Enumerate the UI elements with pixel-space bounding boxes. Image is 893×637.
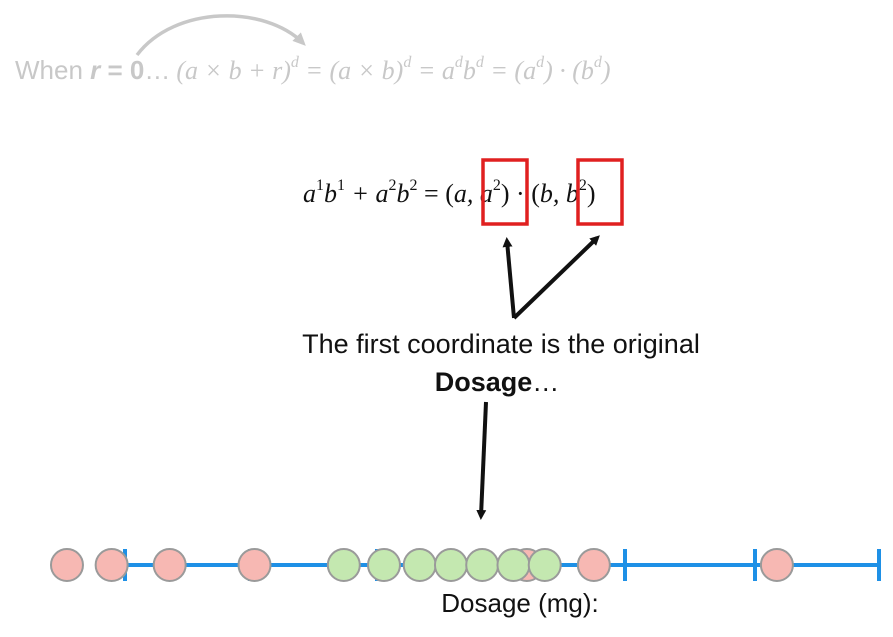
caption-dosage: Dosage bbox=[435, 367, 533, 397]
mf-t2-exp: 1 bbox=[337, 177, 345, 194]
red-data-point bbox=[576, 548, 611, 582]
formula-base: (a × b + r) bbox=[176, 56, 291, 85]
arrow-to-a bbox=[502, 237, 516, 319]
highlight-box-a bbox=[481, 158, 529, 226]
formula-eq1: = (a × b) bbox=[299, 56, 403, 85]
green-data-point bbox=[402, 548, 437, 582]
formula-eq3c: ) bbox=[600, 56, 611, 85]
formula-eq2a-exp: d bbox=[455, 54, 464, 71]
header-formula: When r = 0…(a × b + r)d = (a × b)d = adb… bbox=[15, 54, 611, 85]
green-data-point bbox=[527, 548, 562, 582]
arrow-to-number-line bbox=[476, 401, 488, 520]
ellipsis: … bbox=[144, 55, 170, 85]
mf-t3-exp: 2 bbox=[389, 177, 397, 194]
data-points bbox=[49, 548, 794, 582]
formula-eq3b-exp: d bbox=[594, 54, 603, 71]
red-data-point bbox=[49, 548, 84, 582]
mf-t1-exp: 1 bbox=[316, 177, 324, 194]
red-data-point bbox=[237, 548, 272, 582]
highlight-box-b bbox=[576, 158, 624, 226]
mf-t4-exp: 2 bbox=[410, 177, 418, 194]
mf-t10: , b bbox=[553, 179, 579, 208]
main-formula: a1b1 + a2b2 = (a, a2) · (b, b2) bbox=[303, 177, 596, 208]
formula-eq2b-exp: d bbox=[476, 54, 485, 71]
green-data-point bbox=[326, 548, 361, 582]
mf-t7: , a bbox=[467, 179, 493, 208]
mf-t8: ) · ( bbox=[501, 179, 540, 208]
curved-arrow bbox=[135, 14, 306, 57]
mf-t9: b bbox=[540, 179, 553, 208]
mf-t2: b bbox=[324, 179, 337, 208]
mf-t3: + a bbox=[345, 179, 389, 208]
formula-eq1-exp: d bbox=[403, 54, 412, 71]
caption-ellipsis: … bbox=[532, 367, 559, 397]
formula-eq3a: = (a bbox=[484, 56, 536, 85]
green-data-point bbox=[433, 548, 468, 582]
mf-t6: a bbox=[454, 179, 467, 208]
formula-eq3b: ) · (b bbox=[542, 56, 594, 85]
mf-t11: ) bbox=[587, 179, 596, 208]
mf-t5: = ( bbox=[418, 179, 454, 208]
formula-eq2a: = a bbox=[411, 56, 455, 85]
green-data-point bbox=[465, 548, 500, 582]
caption-line2: Dosage… bbox=[435, 367, 560, 397]
when-word: When bbox=[15, 55, 90, 85]
red-data-point bbox=[759, 548, 794, 582]
formula-eq3a-exp: d bbox=[536, 54, 545, 71]
green-data-point bbox=[496, 548, 531, 582]
formula-exp: d bbox=[291, 54, 300, 71]
mf-t7-exp: 2 bbox=[493, 177, 501, 194]
equals-zero: = 0 bbox=[100, 55, 144, 85]
formula-eq2b: b bbox=[463, 56, 476, 85]
caption-line1: The first coordinate is the original bbox=[302, 329, 700, 359]
red-data-point bbox=[94, 548, 129, 582]
arrow-to-b bbox=[512, 235, 600, 320]
r-letter: r bbox=[90, 55, 102, 85]
mf-t1: a bbox=[303, 179, 316, 208]
mf-t4: b bbox=[397, 179, 410, 208]
red-data-point bbox=[152, 548, 187, 582]
number-line-label: Dosage (mg): bbox=[441, 588, 599, 618]
green-data-point bbox=[366, 548, 401, 582]
mf-t10-exp: 2 bbox=[579, 177, 587, 194]
number-line bbox=[49, 548, 881, 582]
